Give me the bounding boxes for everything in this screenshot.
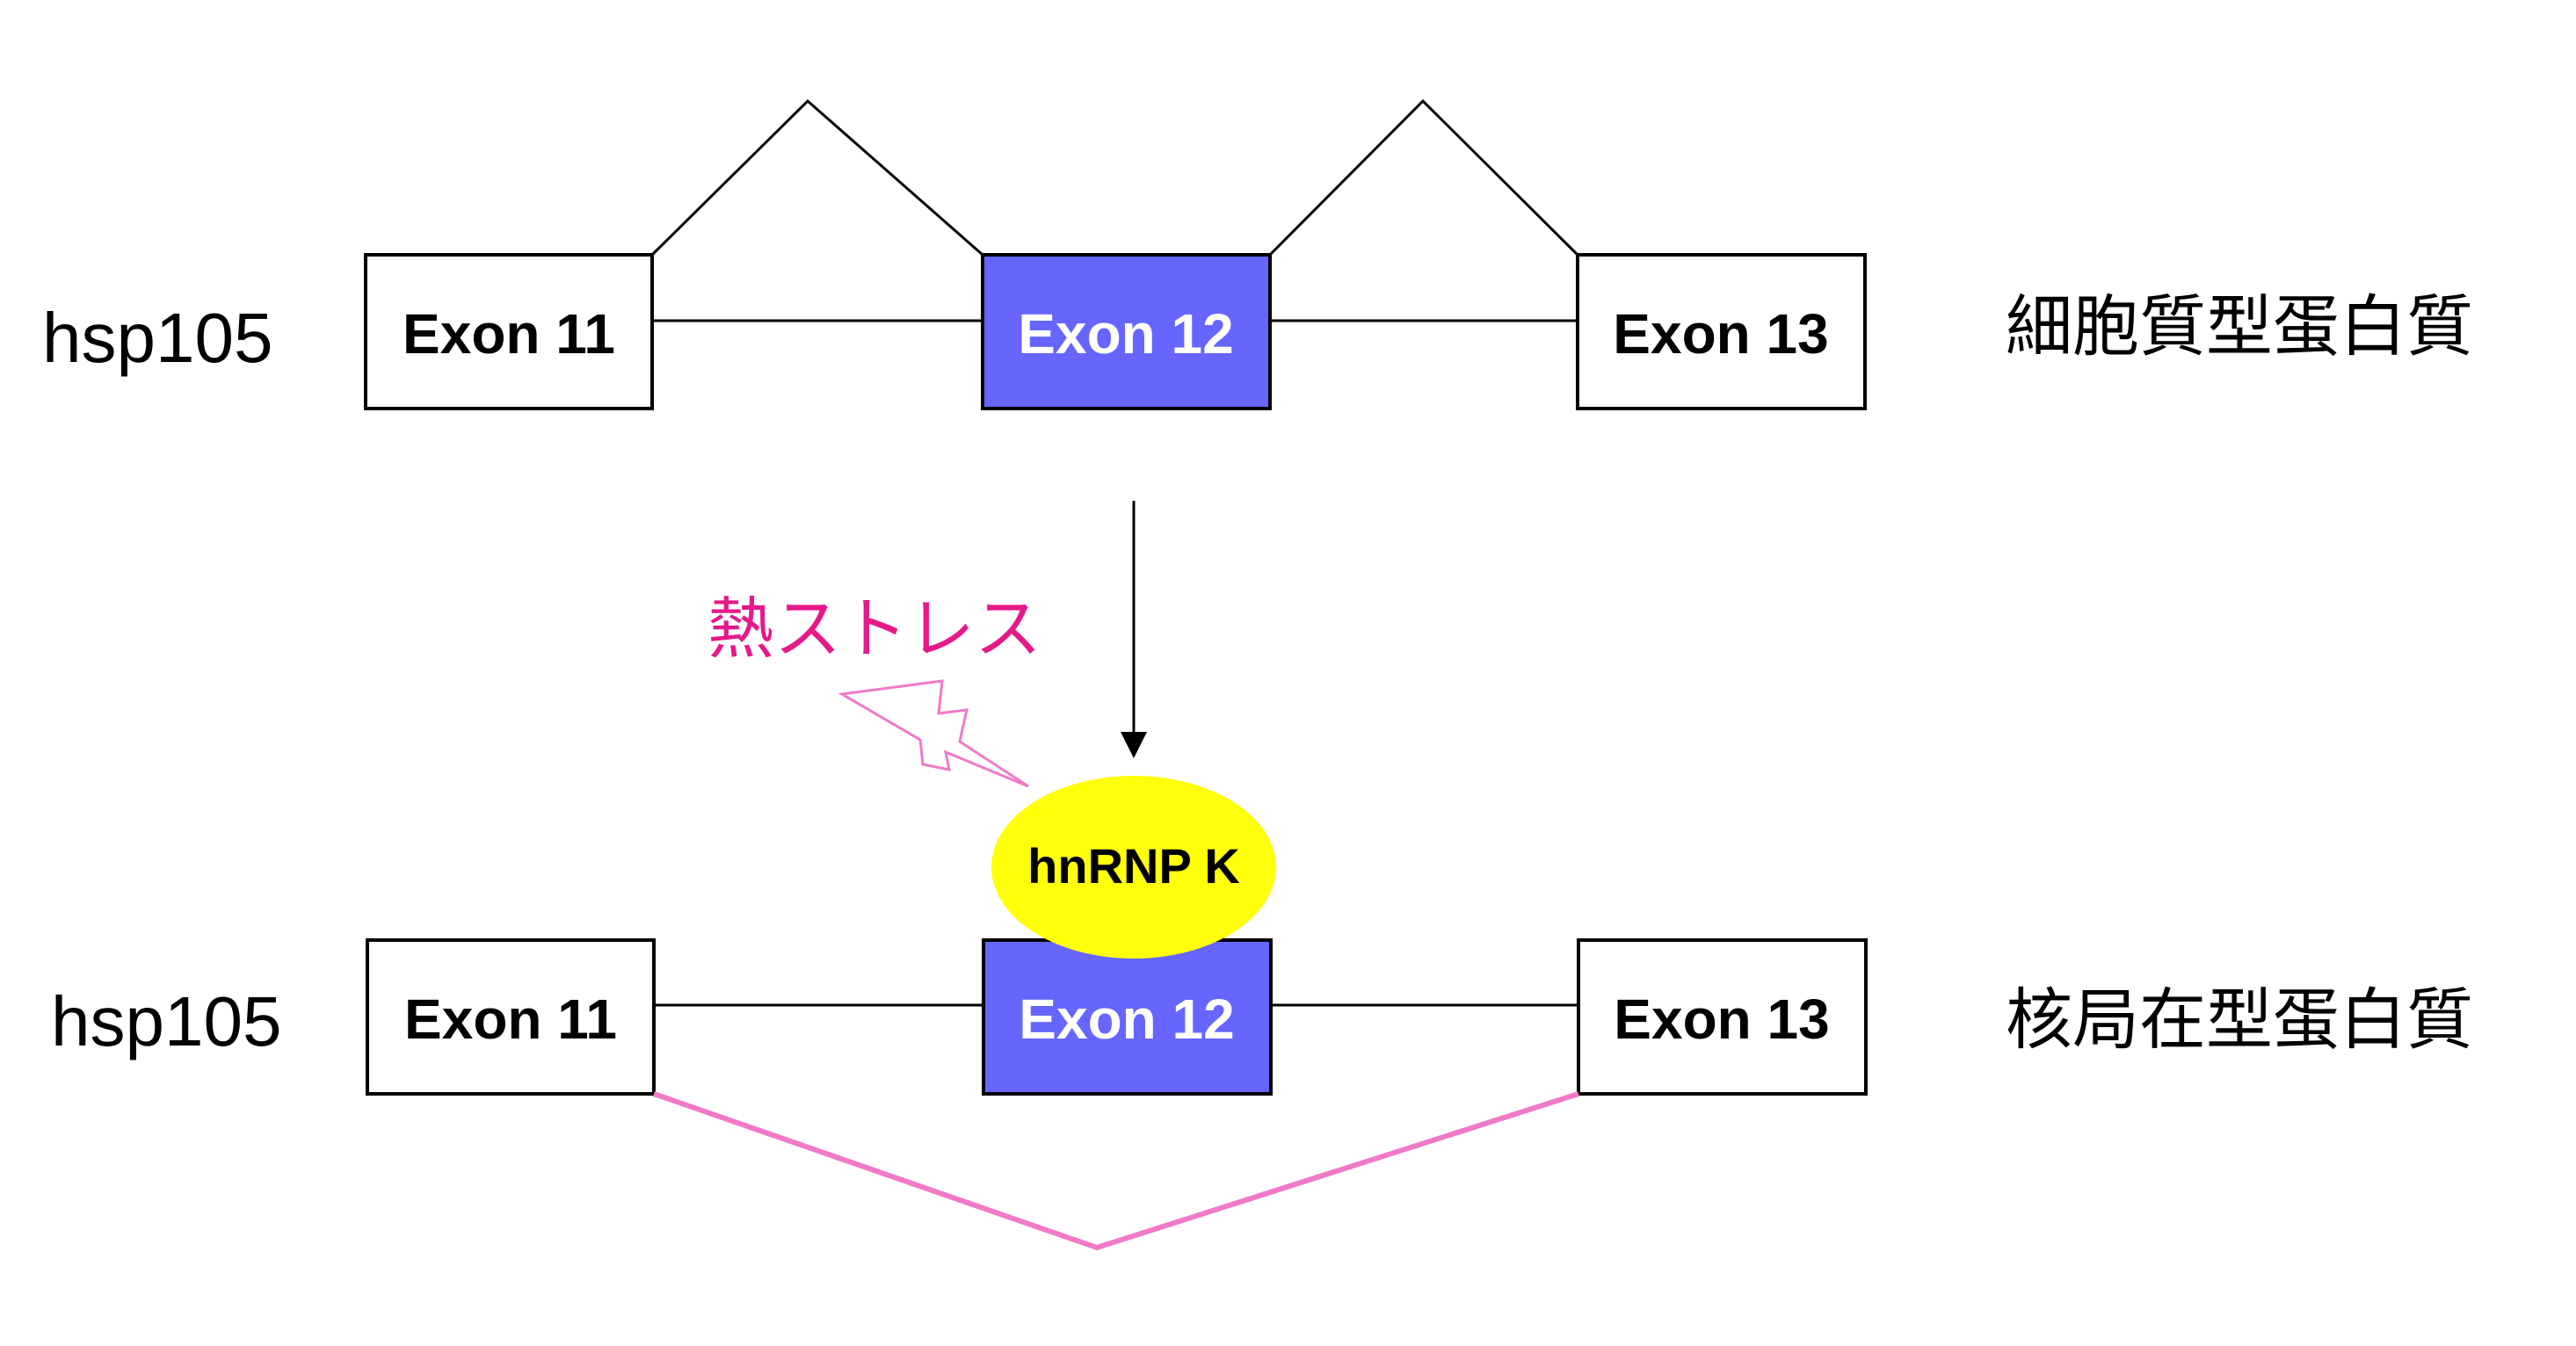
- top-protein-label: 細胞質型蛋白質: [2006, 287, 2473, 365]
- top-splice-junction: [650, 98, 983, 257]
- exon-box: [364, 253, 654, 410]
- factor-label: hnRNP K: [1027, 838, 1240, 894]
- exon-label: Exon 11: [404, 988, 617, 1051]
- exon-label: Exon 11: [403, 302, 615, 365]
- top-exon-13: Exon 13: [1576, 253, 1867, 410]
- exon-box: [1577, 938, 1868, 1096]
- top-row: hsp105 Exon 11 Exon 12 Exon 13 細胞質型蛋白質: [42, 98, 2473, 410]
- bottom-exon-13: Exon 13: [1577, 938, 1868, 1096]
- exon-box: [1576, 253, 1867, 410]
- exon-box: [366, 938, 656, 1096]
- bottom-gene-label: hsp105: [51, 982, 281, 1060]
- top-splice-junction: [1268, 98, 1579, 257]
- exon-label: Exon 12: [1018, 302, 1233, 365]
- exon-box: [981, 253, 1272, 410]
- top-exon-12: Exon 12: [981, 253, 1272, 410]
- lightning-bolt-icon: [838, 679, 1029, 788]
- exon-label: Exon 13: [1613, 302, 1828, 365]
- factor-ellipse: [991, 776, 1276, 959]
- exon-label: Exon 13: [1614, 988, 1829, 1051]
- top-gene-label: hsp105: [42, 299, 272, 377]
- hnrnp-k-factor: hnRNP K: [991, 776, 1276, 959]
- bottom-protein-label: 核局在型蛋白質: [2006, 981, 2473, 1059]
- heat-stress-label: 熱ストレス: [707, 590, 1041, 668]
- bottom-skip-junction: [653, 1091, 1579, 1251]
- bottom-row: hsp105 Exon 11 Exon 12 Exon 13 hnRNP K 核…: [51, 776, 2473, 1251]
- top-exon-11: Exon 11: [364, 253, 654, 410]
- bottom-exon-11: Exon 11: [366, 938, 656, 1096]
- exon-label: Exon 12: [1019, 988, 1234, 1051]
- bottom-exon-12: Exon 12: [982, 938, 1273, 1096]
